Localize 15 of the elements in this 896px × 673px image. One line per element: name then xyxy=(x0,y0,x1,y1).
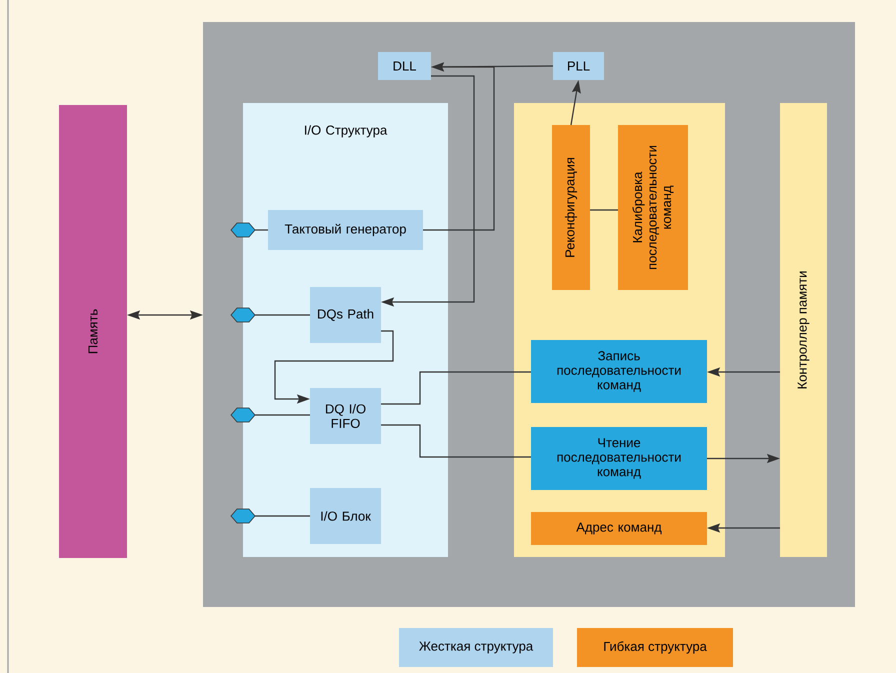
memory-block: Память xyxy=(59,105,127,558)
fifo-block: DQ I/O FIFO xyxy=(310,388,381,444)
legend-item: Жесткая структура xyxy=(399,628,553,667)
dqs-path-block: DQs Path xyxy=(310,287,381,343)
clock-generator-block: Тактовый генератор xyxy=(268,210,423,250)
calibration-block: Калибровка последовательности команд xyxy=(618,125,688,290)
command-address-block: Адрес команд xyxy=(531,512,707,545)
memory-controller-block: Контроллер памяти xyxy=(780,103,827,557)
write-sequencer-block: Запись последовательности команд xyxy=(531,340,707,403)
dll-block: DLL xyxy=(378,52,431,80)
legend-item: Гибкая структура xyxy=(577,628,733,667)
reconfiguration-block: Реконфигурация xyxy=(552,125,590,290)
io-block: I/O Блок xyxy=(310,488,381,544)
read-sequencer-block: Чтение последовательности команд xyxy=(531,427,707,490)
pll-block: PLL xyxy=(553,52,604,80)
